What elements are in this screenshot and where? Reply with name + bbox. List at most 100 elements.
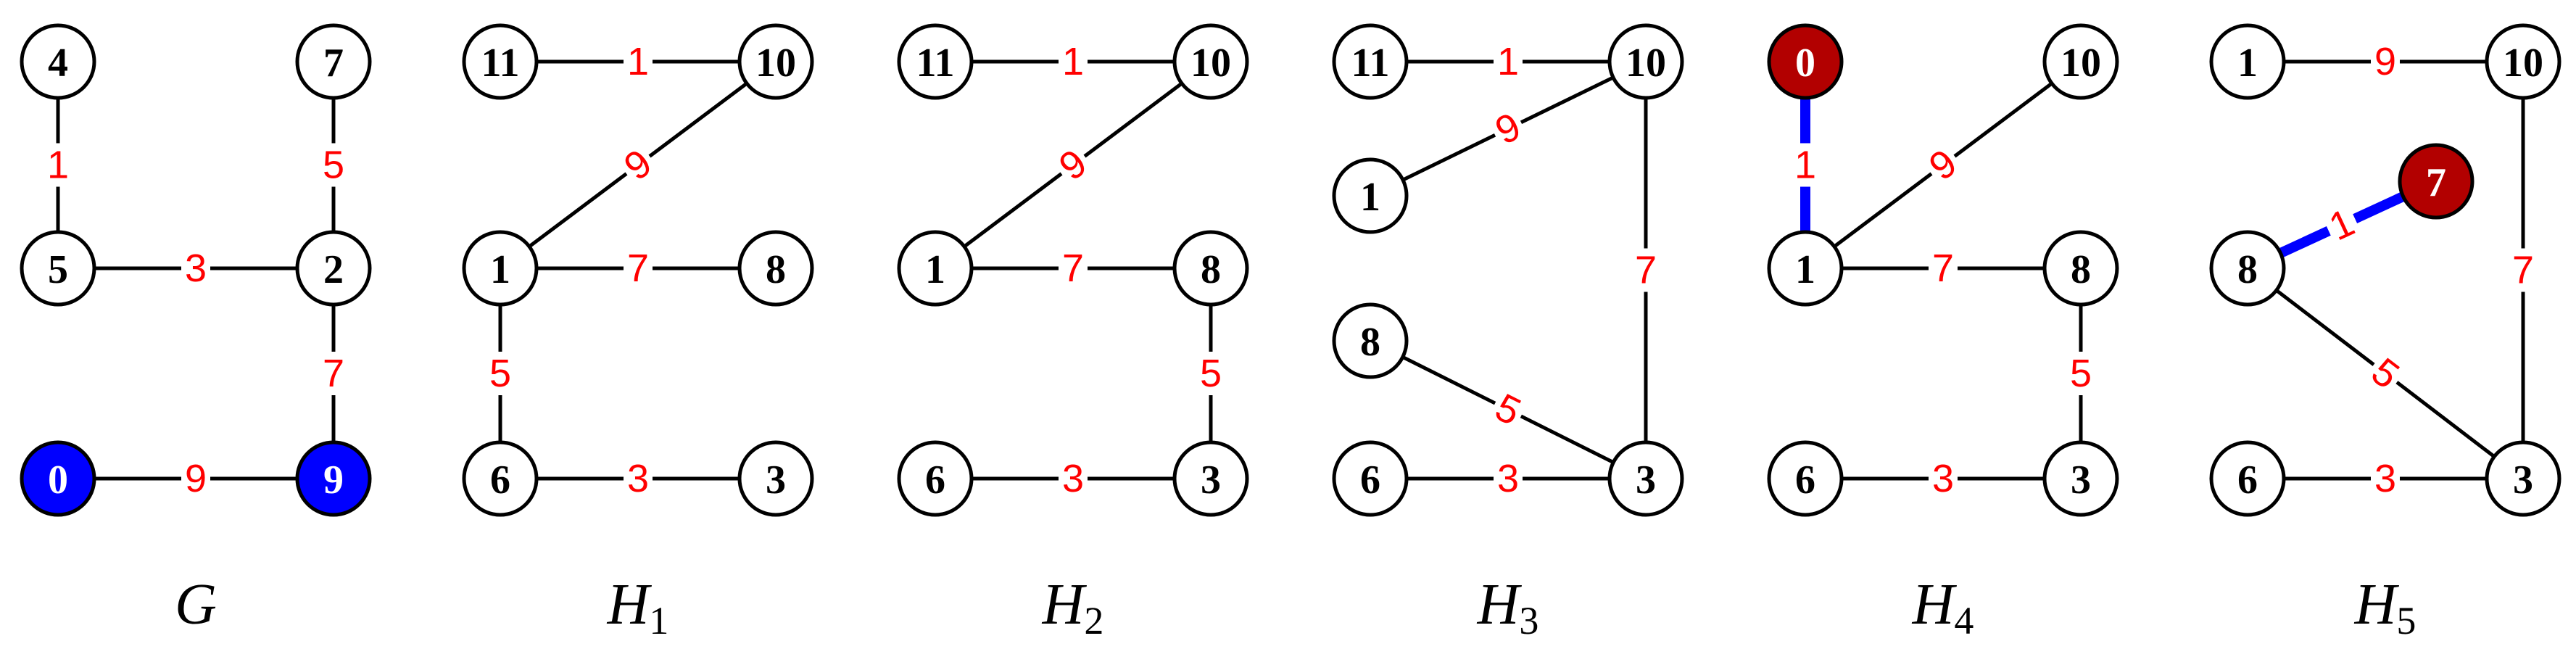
node-8: 8 [1332,302,1409,379]
weight-label-bg [2371,40,2400,83]
node-circle [2209,23,2286,100]
weight-label-bg [1059,457,1088,500]
edge-weight-label: 9 [185,457,207,500]
weight-label-bg [2360,347,2411,400]
node-7: 7 [2398,143,2474,220]
node-6: 6 [897,440,974,517]
node-6: 6 [1332,440,1409,517]
weight-label-bg [624,40,653,83]
node-0: 0 [1767,23,1844,100]
node-label: 10 [2061,41,2101,86]
graph-caption: H2 [1042,573,1104,642]
edge-weight-label: 7 [1062,247,1084,290]
node-label: 0 [1795,41,1815,86]
node-label: 1 [925,247,945,292]
weight-label-bg [1485,102,1531,155]
node-label: 10 [1625,41,1666,86]
node-9: 9 [295,440,372,517]
node-circle [737,440,814,517]
node-circle [1607,23,1684,100]
node-circle [1172,440,1249,517]
node-circle [1607,440,1684,517]
node-circle [1172,23,1249,100]
weight-label-bg [1494,457,1523,500]
node-label: 2 [323,247,344,292]
node-circle [2209,440,2286,517]
weight-label-bg [624,457,653,500]
node-circle [1332,440,1409,517]
weight-label-bg [1196,352,1225,395]
node-label: 10 [2503,41,2543,86]
node-circle [2042,23,2119,100]
node-circle [462,230,539,307]
weight-label-bg [1494,40,1523,83]
node-6: 6 [2209,440,2286,517]
node-circle [737,230,814,307]
weight-label-bg [319,352,348,395]
node-label: 6 [490,458,510,503]
edge-weight-label: 5 [1200,352,1222,395]
node-label: 6 [1795,458,1815,503]
edge-weight-label: 5 [489,352,511,395]
edge-weight-label: 5 [2070,352,2092,395]
node-label: 3 [1636,458,1656,503]
node-label: 8 [2237,247,2258,292]
node-1: 1 [1767,230,1844,307]
graph-caption: G [175,573,217,637]
graph-caption-main: H [1912,573,1958,637]
weight-label-bg [319,143,348,187]
graph-caption-subscript: 4 [1954,599,1974,642]
node-label: 0 [48,458,68,503]
graph-caption-main: H [2354,573,2400,637]
edge-weight-label: 7 [627,247,649,290]
node-1: 1 [462,230,539,307]
node-11: 11 [897,23,974,100]
node-8: 8 [2042,230,2119,307]
node-label: 8 [1360,320,1380,365]
weight-label-bg [1059,247,1088,290]
node-circle [462,23,539,100]
node-circle [2042,230,2119,307]
weight-label-bg [1791,143,1820,187]
node-circle [295,230,372,307]
graph-caption: H3 [1477,573,1539,642]
node-label: 3 [2071,458,2091,503]
node-circle [897,440,974,517]
node-circle [2398,143,2474,220]
node-3: 3 [1172,440,1249,517]
node-label: 8 [766,247,786,292]
edge-weight-label: 7 [1635,249,1657,292]
node-circle [2485,440,2561,517]
graph-caption: H1 [607,573,669,642]
edge-weight-label: 7 [2512,249,2534,292]
node-11: 11 [1332,23,1409,100]
node-10: 10 [737,23,814,100]
edge-weight-label: 3 [1932,457,1954,500]
node-circle [295,440,372,517]
node-circle [1172,230,1249,307]
node-circle [295,23,372,100]
node-label: 11 [1351,41,1390,86]
node-10: 10 [1607,23,1684,100]
weight-label-bg [1918,139,1968,191]
node-circle [1332,302,1409,379]
node-10: 10 [2042,23,2119,100]
node-5: 5 [20,230,96,307]
node-2: 2 [295,230,372,307]
edge-weight-label: 7 [1932,247,1954,290]
weight-label-bg [2371,457,2400,500]
node-circle [737,23,814,100]
node-label: 6 [2237,458,2258,503]
